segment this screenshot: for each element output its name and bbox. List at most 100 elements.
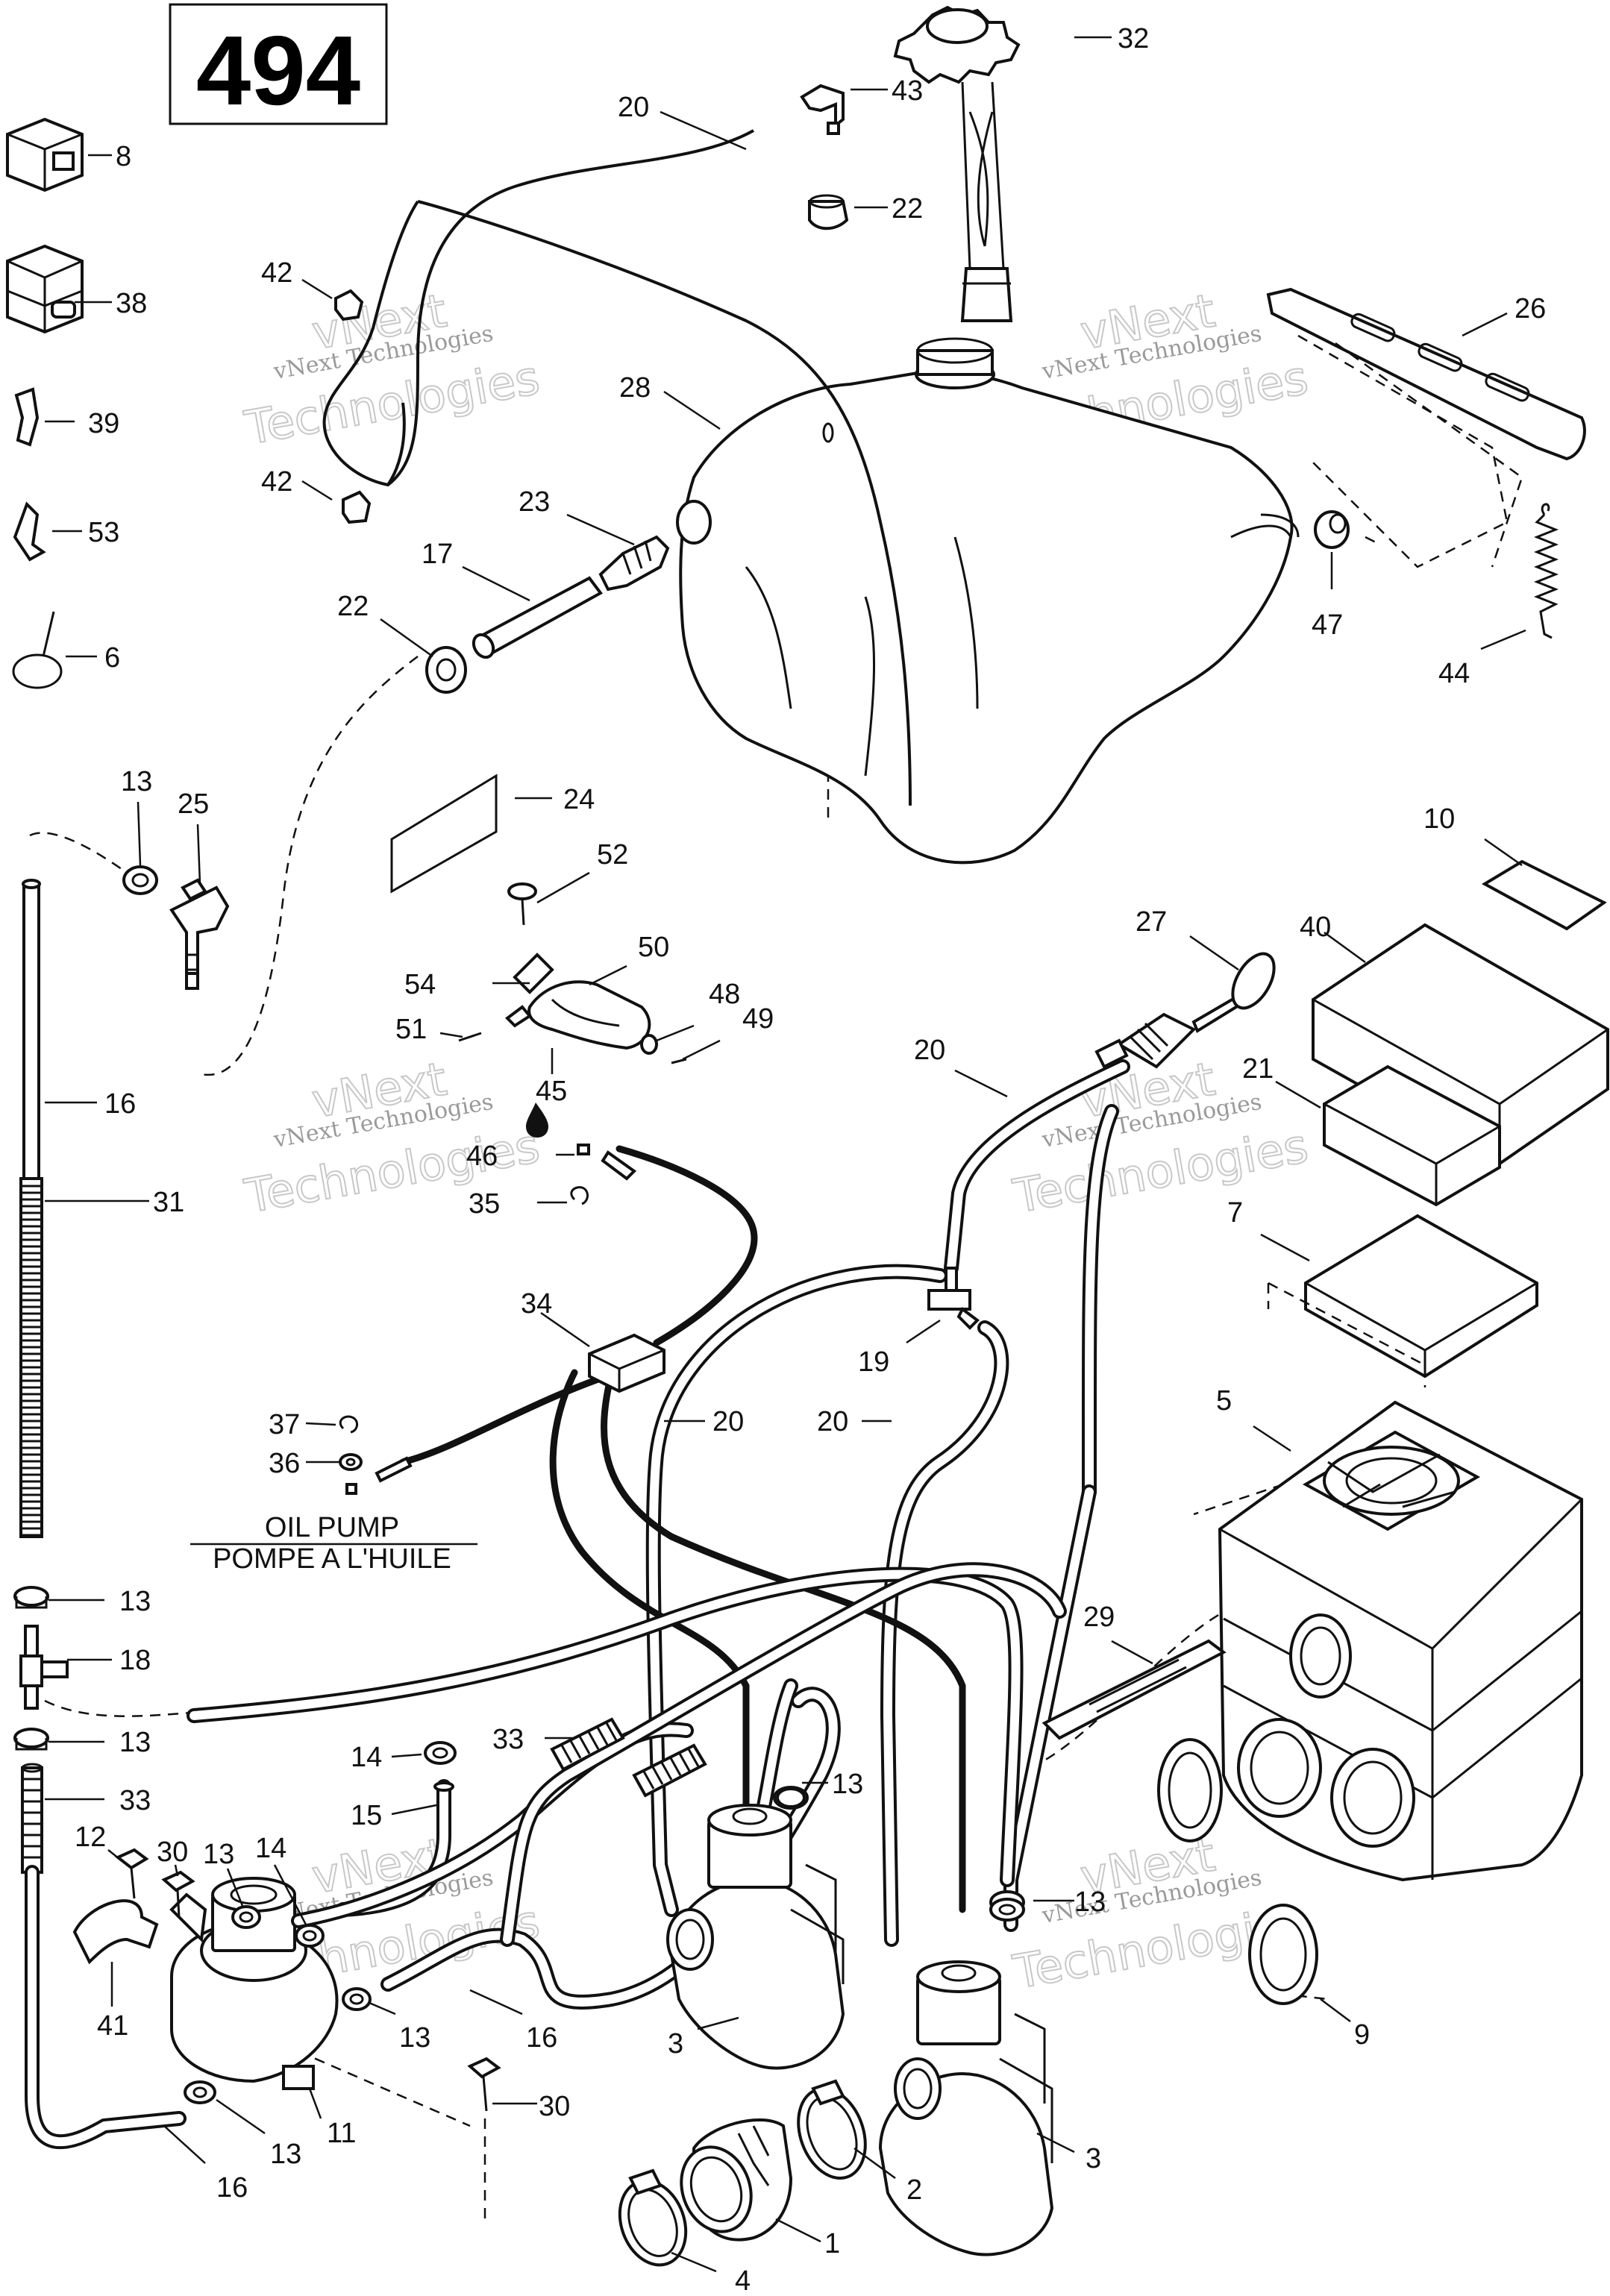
terminal-53 [13, 501, 46, 562]
callout-45: 45 [536, 1076, 567, 1107]
clamp-13-pump-a [231, 1905, 261, 1929]
callout-43: 43 [892, 75, 923, 107]
clamp-13-valve [122, 865, 158, 895]
clamp-2 [797, 2079, 867, 2180]
grease-46 [526, 1102, 548, 1138]
cable-set [399, 1145, 966, 1913]
callout-8: 8 [116, 141, 131, 172]
oil-pump-label: OIL PUMP POMPE A L'HUILE [190, 1512, 477, 1575]
callout-54: 54 [404, 969, 436, 1000]
callout-7: 7 [1227, 1197, 1243, 1229]
bolt-51 [458, 1032, 482, 1042]
clamp-14-pump [295, 1924, 325, 1948]
callout-22: 22 [337, 591, 369, 622]
washer-48 [640, 1034, 658, 1055]
callout-6: 6 [104, 642, 120, 674]
callout-21: 21 [1242, 1053, 1274, 1085]
callout-2: 2 [906, 2174, 922, 2206]
callout-13: 13 [119, 1727, 151, 1758]
callout-29: 29 [1083, 1602, 1115, 1633]
clamp-13-left-upper [13, 1586, 49, 1609]
callout-33: 33 [492, 1724, 524, 1755]
carburetor-3-right [878, 1890, 1054, 2256]
callout-30: 30 [539, 2091, 570, 2122]
adaptor-9-lower [1248, 1904, 1318, 2005]
vent-tube-17 [472, 576, 603, 659]
callout-16: 16 [104, 1088, 136, 1120]
circlip-35 [570, 1186, 589, 1205]
callout-13: 13 [203, 1839, 234, 1870]
callout-47: 47 [1312, 609, 1343, 641]
grommet-22-left [425, 646, 467, 694]
callout-30: 30 [157, 1837, 188, 1868]
fuel-line-16-bottom [25, 1865, 187, 2150]
callout-32: 32 [1118, 23, 1149, 54]
callout-38: 38 [116, 288, 147, 319]
callout-19: 19 [858, 1346, 889, 1378]
callout-13: 13 [121, 766, 152, 797]
bolt-12 [115, 1848, 149, 1899]
callout-28: 28 [619, 372, 651, 404]
callout-1: 1 [824, 2228, 840, 2259]
callout-39: 39 [88, 408, 119, 439]
bolt-30-upper [161, 1870, 195, 1918]
clip-42-bottom [342, 490, 372, 524]
filter-21 [1323, 1064, 1501, 1207]
grommet-22-top [808, 194, 849, 230]
terminal-39 [14, 387, 40, 447]
spring-sleeve-33-a [550, 1717, 625, 1772]
spring-sleeve-33-b [632, 1743, 707, 1798]
oil-pump-label-en: OIL PUMP [265, 1512, 399, 1543]
fuel-tank-28 [676, 337, 1300, 865]
clip-42-top [334, 289, 364, 321]
bracket-41 [72, 1899, 159, 1965]
cover-7 [1267, 1214, 1538, 1387]
callout-44: 44 [1438, 658, 1470, 689]
connector-8 [6, 117, 84, 192]
callout-11: 11 [327, 2118, 356, 2149]
callout-13: 13 [832, 1769, 863, 1800]
callout-25: 25 [178, 788, 209, 820]
bracket-26 [1266, 287, 1586, 568]
throttle-housing-45 [504, 953, 651, 1050]
carburetor-3-left [666, 1786, 845, 2070]
vent-line-20-top [322, 129, 912, 806]
callout-23: 23 [519, 486, 550, 518]
callout-34: 34 [521, 1288, 552, 1320]
page-number-plate: 494 [169, 3, 388, 125]
watermark: Technologies vNext Technologies vNext [240, 283, 545, 457]
spring-44 [1533, 503, 1559, 639]
callout-42: 42 [261, 466, 292, 498]
callout-48: 48 [709, 979, 740, 1010]
callout-9: 9 [1354, 2019, 1370, 2051]
shutoff-valve-25 [169, 878, 230, 990]
callout-33: 33 [119, 1785, 151, 1816]
callouts: 32 20 43 8 22 38 42 26 28 39 42 23 53 17… [75, 23, 1546, 2296]
callout-16: 16 [526, 2022, 557, 2054]
t-fitting-18 [19, 1625, 69, 1710]
callout-52: 52 [597, 839, 628, 871]
rubber-flange-1 [680, 2118, 793, 2242]
clamp-13-pump-b [342, 1987, 372, 2011]
decal-24 [390, 774, 498, 894]
callout-37: 37 [269, 1409, 300, 1440]
clamp-13-carb-b [989, 1898, 1025, 1922]
cable-end [577, 1144, 637, 1181]
leader-lines [45, 36, 1526, 2273]
callout-40: 40 [1300, 912, 1331, 943]
clamp-4 [618, 2168, 688, 2267]
fuel-line-16-left [22, 879, 41, 1182]
callout-24: 24 [563, 784, 595, 815]
elbow-fitting-43 [800, 84, 845, 135]
callout-50: 50 [638, 932, 669, 963]
callout-4: 4 [735, 2265, 751, 2296]
callout-15: 15 [351, 1800, 382, 1831]
callout-14: 14 [255, 1833, 286, 1864]
callout-49: 49 [742, 1003, 774, 1035]
callout-22: 22 [892, 193, 923, 225]
callout-13: 13 [270, 2139, 301, 2170]
connector-38 [6, 244, 84, 334]
callout-46: 46 [466, 1141, 498, 1172]
check-valve-23 [598, 535, 670, 592]
